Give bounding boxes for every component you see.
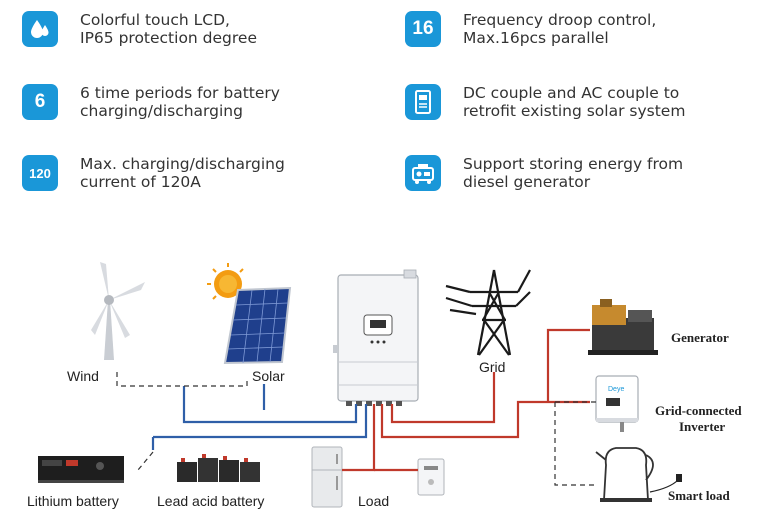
load-label: Load (358, 493, 389, 509)
grid-inverter-label-line1: Grid-connected (655, 403, 742, 418)
grid-connected-inverter: Deye (595, 375, 639, 432)
solar-panel (223, 286, 292, 365)
generator-label: Generator (671, 330, 729, 345)
grid-tower-icon (445, 269, 531, 356)
sun-icon (207, 263, 244, 300)
feature-time-periods: 6 6 time periods for battery charging/di… (22, 84, 280, 120)
lithium-battery-label: Lithium battery (27, 493, 119, 509)
refrigerator (311, 446, 343, 508)
plug-icon (676, 474, 682, 482)
feature-text: Max. charging/discharging current of 120… (80, 155, 285, 191)
water-drops-icon (22, 11, 58, 47)
feature-generator: Support storing energy from diesel gener… (405, 155, 683, 191)
grid-inverter-label-line2: Inverter (679, 419, 725, 434)
feature-text: Frequency droop control, Max.16pcs paral… (463, 11, 657, 47)
feature-text: Colorful touch LCD, IP65 protection degr… (80, 11, 257, 47)
solar-label: Solar (252, 368, 285, 384)
hybrid-inverter (333, 269, 419, 406)
lead-acid-battery-label: Lead acid battery (157, 493, 264, 509)
feature-current: 120 Max. charging/discharging current of… (22, 155, 285, 191)
lead-acid-battery (177, 454, 260, 482)
feature-lcd: Colorful touch LCD, IP65 protection degr… (22, 11, 257, 47)
feature-parallel: 16 Frequency droop control, Max.16pcs pa… (405, 11, 656, 47)
wind-label: Wind (67, 368, 99, 384)
ac-lines (342, 328, 590, 472)
wind-turbine (91, 262, 145, 360)
feature-couple: DC couple and AC couple to retrofit exis… (405, 84, 685, 120)
feature-text: DC couple and AC couple to retrofit exis… (463, 84, 686, 120)
water-heater (417, 458, 445, 496)
grid-label: Grid (479, 359, 505, 375)
generator-icon (405, 155, 441, 191)
feature-text: Support storing energy from diesel gener… (463, 155, 684, 191)
lithium-battery (38, 456, 124, 483)
badge-120: 120 (22, 155, 58, 191)
dc-lines (151, 384, 368, 450)
badge-6: 6 (22, 84, 58, 120)
generator (588, 299, 658, 355)
inverter-icon (405, 84, 441, 120)
feature-text: 6 time periods for battery charging/disc… (80, 84, 280, 120)
smart-load-label: Smart load (668, 488, 731, 503)
inverter-brand: Deye (608, 386, 624, 393)
dashed-lines (116, 372, 598, 486)
badge-16: 16 (405, 11, 441, 47)
smart-load-kettle (595, 447, 654, 502)
